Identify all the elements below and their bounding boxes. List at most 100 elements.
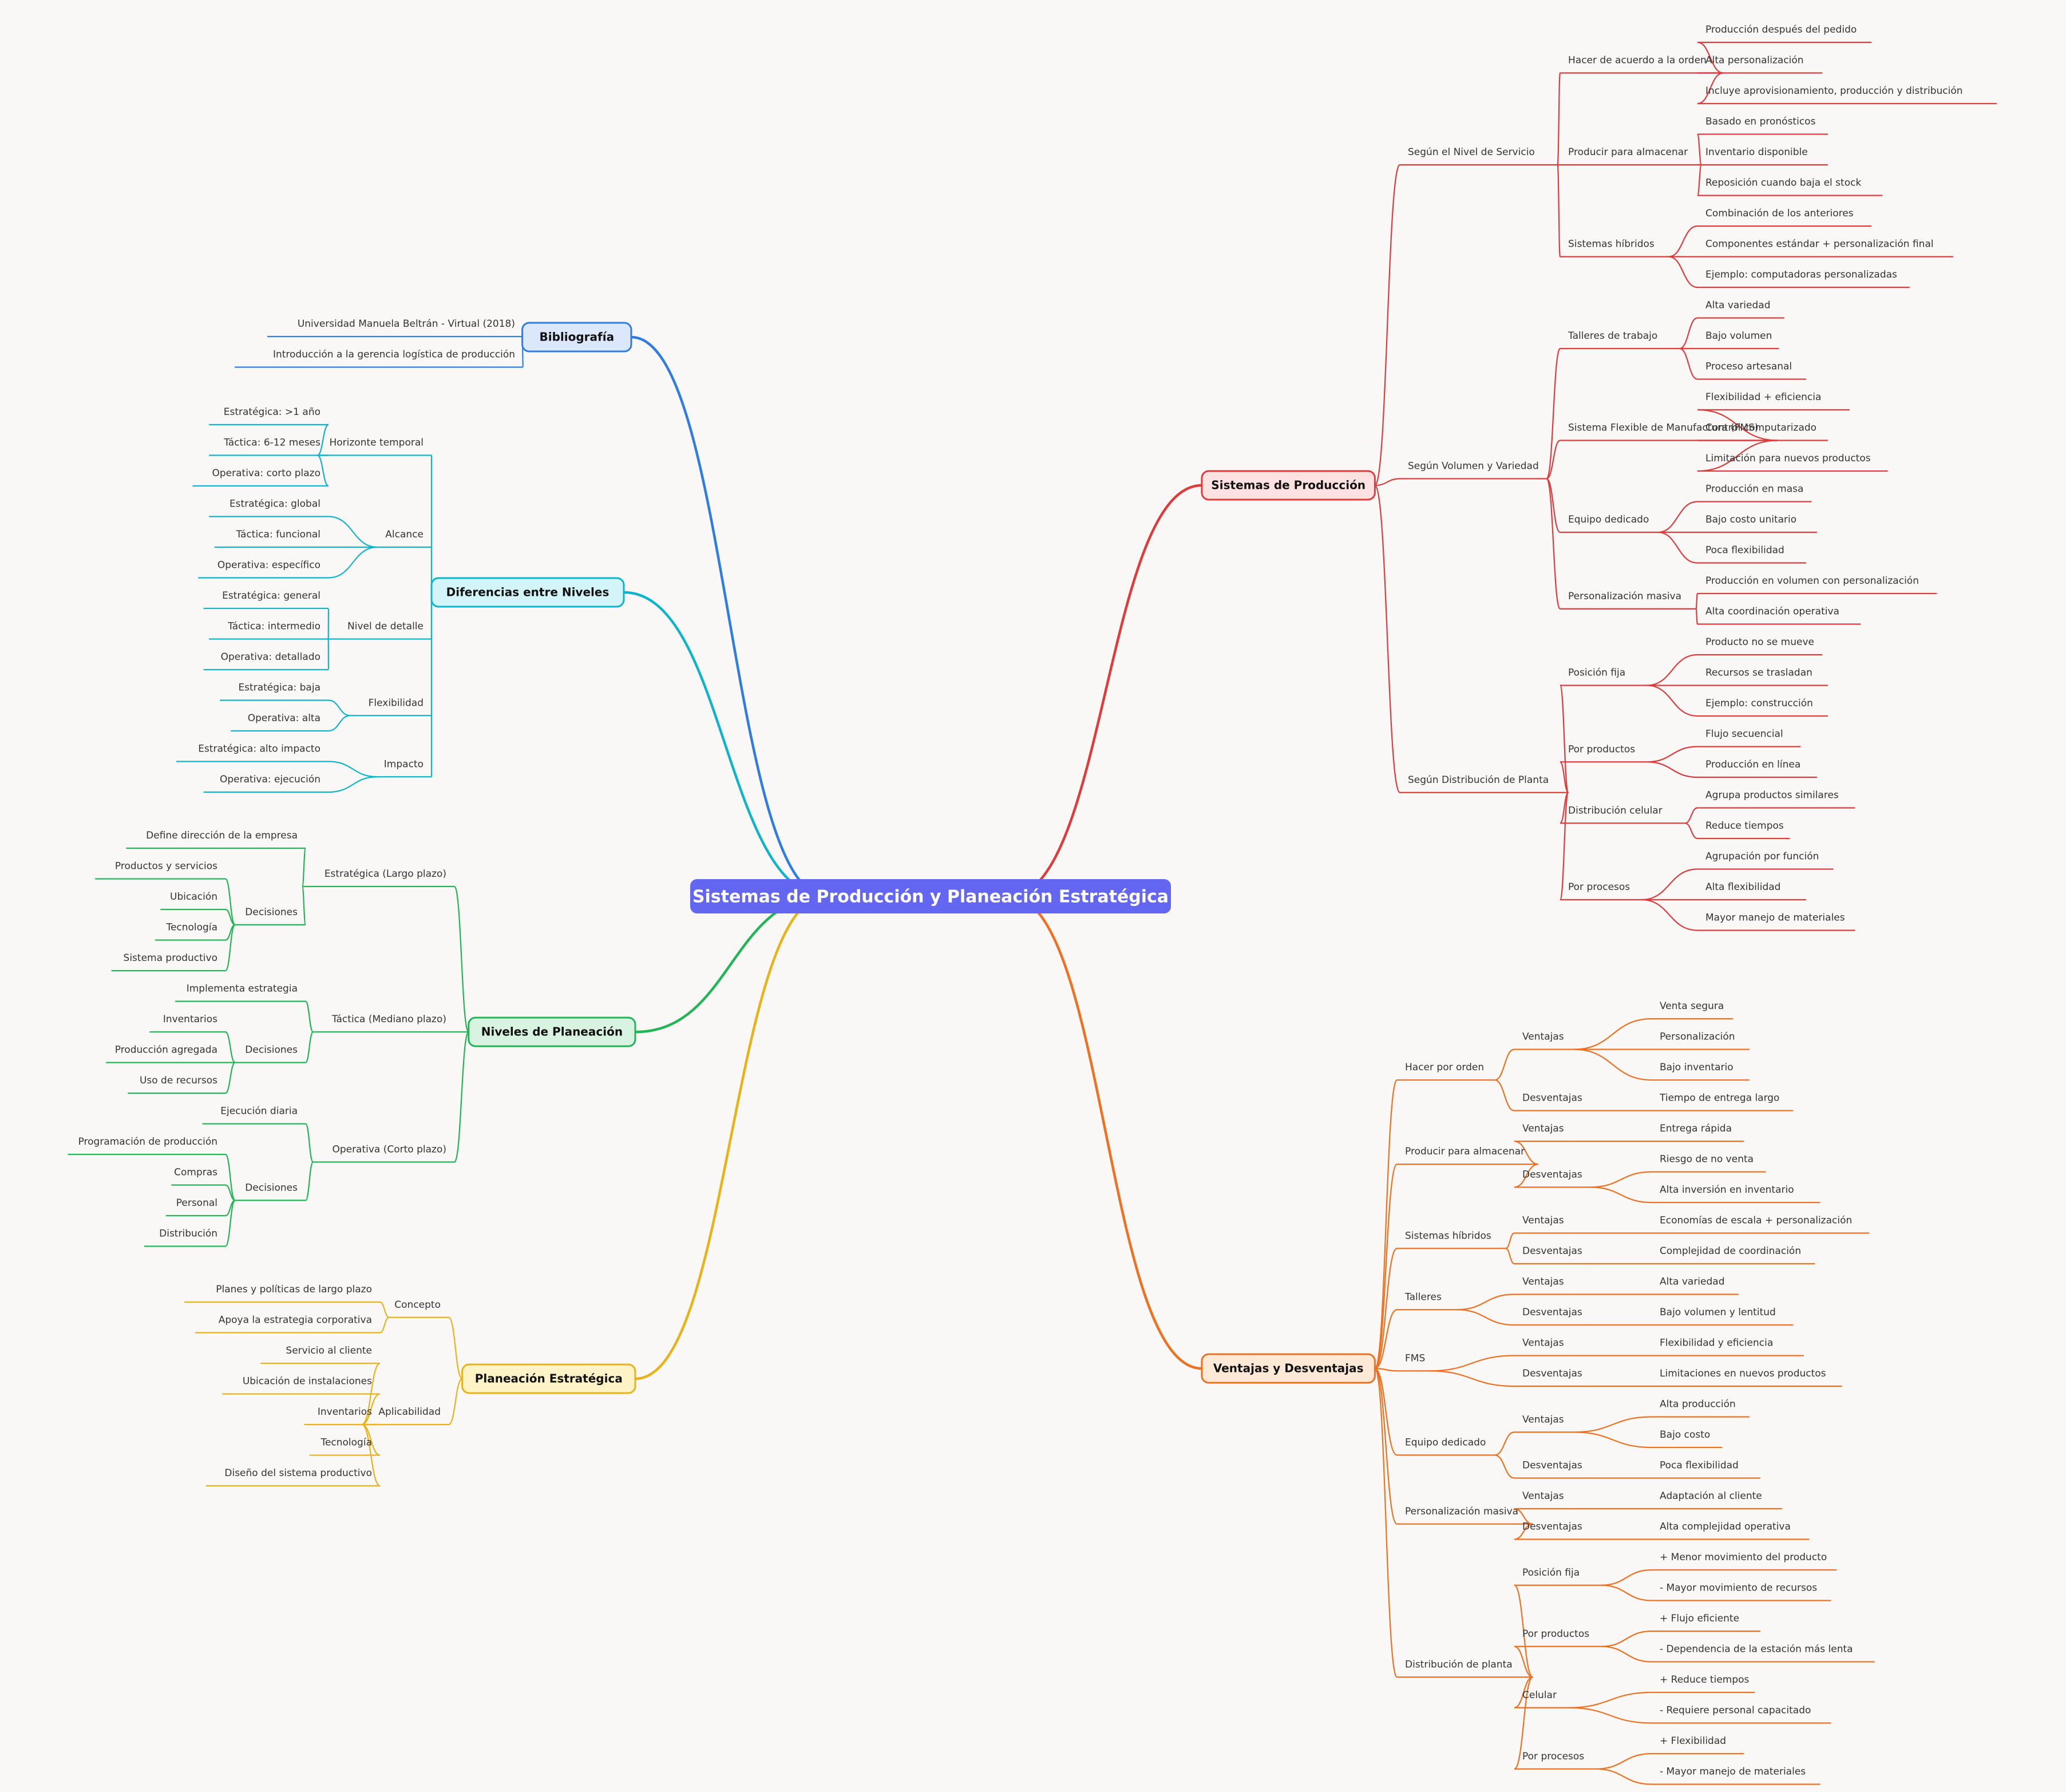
node-label-estrategica-baja[interactable]: Estratégica: baja — [238, 682, 320, 694]
node-label-flexibilidad[interactable]: Flexibilidad — [369, 697, 424, 709]
node-label-ventajas[interactable]: Ventajas — [1522, 1215, 1564, 1227]
node-label-mayor-movimiento-de-recursos[interactable]: - Mayor movimiento de recursos — [1660, 1583, 1817, 1594]
node-label-bajo-costo-unitario[interactable]: Bajo costo unitario — [1705, 514, 1796, 525]
node-label-alta-complejidad-operativa[interactable]: Alta complejidad operativa — [1660, 1521, 1791, 1533]
node-label-economias-de-escala-personalizacion[interactable]: Economías de escala + personalización — [1660, 1215, 1852, 1227]
node-label-fms[interactable]: FMS — [1405, 1352, 1425, 1364]
node-label-reduce-tiempos[interactable]: Reduce tiempos — [1705, 820, 1784, 832]
node-label-hacer-por-orden[interactable]: Hacer por orden — [1405, 1062, 1484, 1073]
node-label-aplicabilidad[interactable]: Aplicabilidad — [378, 1406, 441, 1418]
node-label-desventajas[interactable]: Desventajas — [1522, 1169, 1582, 1180]
node-label-control-computarizado[interactable]: Control computarizado — [1705, 422, 1816, 434]
node-label-flujo-secuencial[interactable]: Flujo secuencial — [1705, 729, 1783, 740]
node-label-complejidad-de-coordinacion[interactable]: Complejidad de coordinación — [1660, 1245, 1801, 1257]
node-label-desventajas[interactable]: Desventajas — [1522, 1093, 1582, 1104]
node-label-tactica-intermedio[interactable]: Táctica: intermedio — [227, 621, 320, 632]
node-label-reposicion-cuando-baja-el-stock[interactable]: Reposición cuando baja el stock — [1705, 177, 1861, 189]
node-label-tecnologia[interactable]: Tecnología — [320, 1437, 372, 1449]
node-label-productos-y-servicios[interactable]: Productos y servicios — [115, 861, 217, 872]
node-label-operativa-especifico[interactable]: Operativa: específico — [217, 560, 320, 571]
node-label-bajo-volumen-y-lentitud[interactable]: Bajo volumen y lentitud — [1660, 1307, 1776, 1318]
node-label-equipo-dedicado[interactable]: Equipo dedicado — [1405, 1437, 1486, 1448]
node-label-distribucion[interactable]: Distribución — [159, 1228, 217, 1240]
node-label-apoya-la-estrategia-corporativa[interactable]: Apoya la estrategia corporativa — [219, 1315, 372, 1326]
node-label-servicio-al-cliente[interactable]: Servicio al cliente — [286, 1345, 372, 1356]
node-label-inventarios[interactable]: Inventarios — [163, 1014, 217, 1025]
node-label-alta-flexibilidad[interactable]: Alta flexibilidad — [1705, 881, 1780, 893]
node-label-producto-no-se-mueve[interactable]: Producto no se mueve — [1705, 636, 1814, 648]
node-label-hacer-de-acuerdo-a-la-orden[interactable]: Hacer de acuerdo a la orden — [1568, 55, 1707, 66]
node-label-dependencia-de-la-estacion-mas-lenta[interactable]: - Dependencia de la estación más lenta — [1660, 1644, 1853, 1655]
node-label-distribucion-celular[interactable]: Distribución celular — [1568, 805, 1663, 816]
node-label-basado-en-pronosticos[interactable]: Basado en pronósticos — [1705, 116, 1816, 128]
node-label-bajo-costo[interactable]: Bajo costo — [1660, 1429, 1710, 1441]
node-label-ubicacion-de-instalaciones[interactable]: Ubicación de instalaciones — [243, 1376, 372, 1387]
node-label-por-productos[interactable]: Por productos — [1522, 1628, 1589, 1640]
node-label-personalizacion-masiva[interactable]: Personalización masiva — [1405, 1506, 1518, 1517]
node-label-tiempo-de-entrega-largo[interactable]: Tiempo de entrega largo — [1659, 1093, 1779, 1104]
node-label-poca-flexibilidad[interactable]: Poca flexibilidad — [1660, 1460, 1739, 1471]
node-label-inventarios[interactable]: Inventarios — [318, 1406, 372, 1418]
node-label-diseno-del-sistema-productivo[interactable]: Diseño del sistema productivo — [224, 1467, 372, 1479]
node-label-combinacion-de-los-anteriores[interactable]: Combinación de los anteriores — [1705, 208, 1854, 219]
node-label-agrupacion-por-funcion[interactable]: Agrupación por función — [1705, 851, 1819, 863]
node-label-decisiones[interactable]: Decisiones — [245, 907, 298, 918]
node-label-universidad-manuela-beltran-virtual-2018[interactable]: Universidad Manuela Beltrán - Virtual (2… — [298, 318, 515, 330]
node-label-venta-segura[interactable]: Venta segura — [1660, 1000, 1724, 1012]
node-label-nivel-de-detalle[interactable]: Nivel de detalle — [347, 621, 424, 632]
node-label-alta-personalizacion[interactable]: Alta personalización — [1705, 55, 1804, 66]
root-node[interactable] — [690, 879, 1171, 913]
node-label-riesgo-de-no-venta[interactable]: Riesgo de no venta — [1660, 1154, 1754, 1165]
node-label-agrupa-productos-similares[interactable]: Agrupa productos similares — [1705, 790, 1839, 801]
node-label-uso-de-recursos[interactable]: Uso de recursos — [140, 1075, 217, 1086]
node-label-planes-y-politicas-de-largo-plazo[interactable]: Planes y políticas de largo plazo — [216, 1284, 372, 1295]
node-label-produccion-despues-del-pedido[interactable]: Producción después del pedido — [1705, 24, 1857, 35]
node-label-estrategica-global[interactable]: Estratégica: global — [229, 499, 320, 510]
branch-node-niveles-de-planeacion[interactable] — [468, 1016, 636, 1047]
node-label-por-productos[interactable]: Por productos — [1568, 743, 1635, 755]
node-label-produccion-en-volumen-con-personalizacion[interactable]: Producción en volumen con personalizació… — [1705, 575, 1919, 587]
node-label-operativa-alta[interactable]: Operativa: alta — [248, 713, 320, 724]
node-label-menor-movimiento-del-producto[interactable]: + Menor movimiento del producto — [1660, 1552, 1827, 1563]
node-label-sistemas-hibridos[interactable]: Sistemas híbridos — [1568, 239, 1655, 250]
node-label-reduce-tiempos[interactable]: + Reduce tiempos — [1660, 1674, 1750, 1686]
node-label-limitacion-para-nuevos-productos[interactable]: Limitación para nuevos productos — [1705, 453, 1871, 464]
node-label-desventajas[interactable]: Desventajas — [1522, 1245, 1582, 1257]
node-label-define-direccion-de-la-empresa[interactable]: Define dirección de la empresa — [146, 830, 298, 841]
node-label-ventajas[interactable]: Ventajas — [1522, 1414, 1564, 1425]
node-label-programacion-de-produccion[interactable]: Programación de producción — [78, 1136, 217, 1148]
node-label-estrategica-general[interactable]: Estratégica: general — [222, 590, 320, 602]
node-label-adaptacion-al-cliente[interactable]: Adaptación al cliente — [1660, 1490, 1762, 1502]
node-label-decisiones[interactable]: Decisiones — [245, 1182, 298, 1193]
node-label-segun-el-nivel-de-servicio[interactable]: Según el Nivel de Servicio — [1408, 147, 1535, 158]
node-label-concepto[interactable]: Concepto — [394, 1299, 441, 1311]
node-label-ventajas[interactable]: Ventajas — [1522, 1123, 1564, 1134]
node-label-ejemplo-computadoras-personalizadas[interactable]: Ejemplo: computadoras personalizadas — [1705, 269, 1897, 280]
node-label-implementa-estrategia[interactable]: Implementa estrategia — [187, 983, 298, 995]
node-label-introduccion-a-la-gerencia-logistica-de-produccion[interactable]: Introducción a la gerencia logística de … — [273, 349, 515, 361]
node-label-operativa-corto-plazo[interactable]: Operativa (Corto plazo) — [332, 1144, 446, 1155]
node-label-incluye-aprovisionamiento-produccion-y-distribucion[interactable]: Incluye aprovisionamiento, producción y … — [1705, 85, 1963, 97]
node-label-recursos-se-trasladan[interactable]: Recursos se trasladan — [1705, 667, 1812, 679]
node-label-flexibilidad-y-eficiencia[interactable]: Flexibilidad y eficiencia — [1660, 1338, 1773, 1349]
node-label-desventajas[interactable]: Desventajas — [1522, 1368, 1582, 1379]
node-label-distribucion-de-planta[interactable]: Distribución de planta — [1405, 1659, 1513, 1670]
branch-node-planeacion-estrategica[interactable] — [461, 1363, 636, 1394]
node-label-mayor-manejo-de-materiales[interactable]: Mayor manejo de materiales — [1705, 912, 1845, 924]
node-label-desventajas[interactable]: Desventajas — [1522, 1460, 1582, 1471]
branch-node-sistemas-de-produccion[interactable] — [1201, 470, 1376, 501]
node-label-sistema-flexible-de-manufactura-fms[interactable]: Sistema Flexible de Manufactura (FMS) — [1568, 422, 1759, 434]
node-label-personal[interactable]: Personal — [176, 1197, 217, 1209]
node-label-operativa-ejecucion[interactable]: Operativa: ejecución — [220, 774, 320, 785]
node-label-sistema-productivo[interactable]: Sistema productivo — [124, 952, 217, 964]
node-label-equipo-dedicado[interactable]: Equipo dedicado — [1568, 514, 1649, 525]
node-label-producir-para-almacenar[interactable]: Producir para almacenar — [1568, 147, 1688, 158]
node-label-ventajas[interactable]: Ventajas — [1522, 1276, 1564, 1288]
node-label-limitaciones-en-nuevos-productos[interactable]: Limitaciones en nuevos productos — [1660, 1368, 1826, 1379]
node-label-posicion-fija[interactable]: Posición fija — [1522, 1567, 1580, 1579]
node-label-impacto[interactable]: Impacto — [384, 758, 424, 770]
node-label-tactica-6-12-meses[interactable]: Táctica: 6-12 meses — [223, 437, 320, 449]
branch-node-ventajas-y-desventajas[interactable] — [1201, 1353, 1376, 1384]
node-label-desventajas[interactable]: Desventajas — [1522, 1307, 1582, 1318]
node-label-estrategica-1-ano[interactable]: Estratégica: >1 año — [224, 406, 320, 418]
